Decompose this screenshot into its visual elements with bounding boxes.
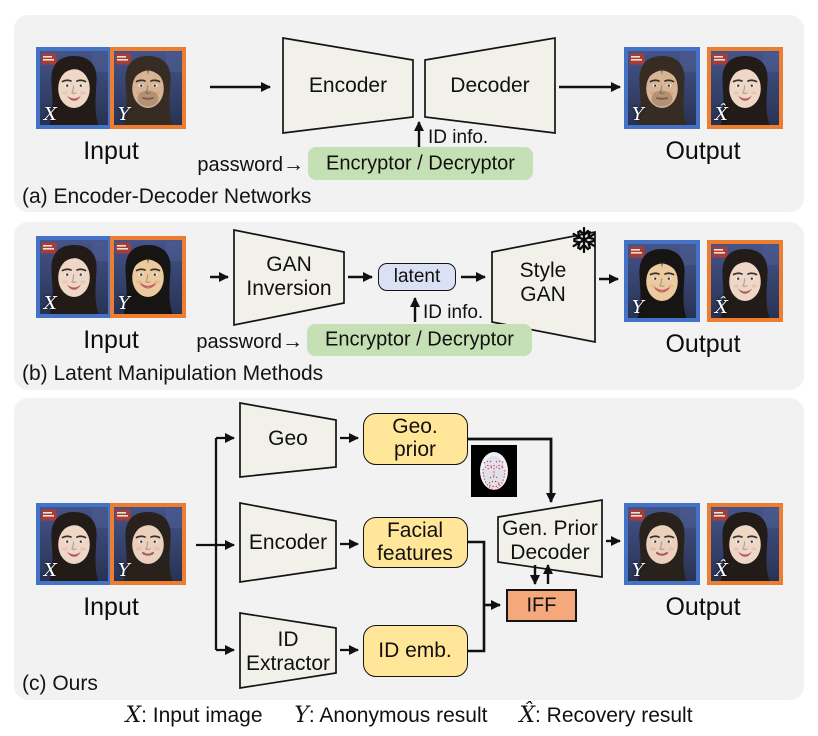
facial-features-label-1: Facial bbox=[386, 519, 444, 542]
arrow-right-icon: → bbox=[283, 153, 304, 176]
encryptor-decryptor-box: Encryptor / Decryptor bbox=[307, 324, 532, 356]
geo-prior-label-2: prior bbox=[393, 438, 437, 461]
iff-box: IFF bbox=[506, 589, 577, 622]
output-label: Output bbox=[665, 137, 741, 165]
facial-features-label-2: features bbox=[377, 542, 453, 565]
latent-label: latent bbox=[393, 266, 441, 287]
password-label: password→ bbox=[197, 153, 304, 176]
encoder-label: Encoder bbox=[248, 531, 328, 554]
face-mesh-thumbnail bbox=[471, 445, 517, 502]
image-input-x: X bbox=[36, 47, 112, 129]
image-label: Y bbox=[632, 297, 644, 318]
image-label: X bbox=[44, 104, 57, 125]
panel-b-latent-manipulation: X Y Input GAN Inversion latent Style bbox=[14, 222, 804, 390]
image-input-y: Y bbox=[110, 503, 186, 585]
output-label: Output bbox=[665, 330, 741, 358]
legend-item-y: Y: Anonymous result bbox=[294, 703, 488, 728]
image-label: Y bbox=[118, 293, 130, 314]
gan-inversion-label-2: Inversion bbox=[246, 277, 332, 300]
image-label: X̂ bbox=[715, 560, 728, 581]
id-extractor-label-2: Extractor bbox=[245, 652, 331, 675]
encryptor-decryptor-box: Encryptor / Decryptor bbox=[308, 147, 533, 180]
panel-b-caption: (b) Latent Manipulation Methods bbox=[22, 362, 324, 385]
image-label: X̂ bbox=[715, 297, 728, 318]
geo-prior-label-1: Geo. bbox=[392, 415, 438, 438]
panel-a-encoder-decoder: X Y Input Encoder Decoder ID info. passw… bbox=[14, 15, 804, 212]
image-output-y: Y bbox=[624, 503, 700, 585]
branch-line bbox=[196, 438, 218, 650]
encryptor-decryptor-label: Encryptor / Decryptor bbox=[326, 152, 515, 174]
decoder-label: Decoder bbox=[450, 74, 530, 97]
encryptor-decryptor-label: Encryptor / Decryptor bbox=[325, 328, 514, 351]
image-input-y: Y bbox=[110, 47, 186, 129]
geo-label: Geo bbox=[268, 427, 308, 450]
image-output-xhat: X̂ bbox=[707, 47, 783, 129]
image-output-xhat: X̂ bbox=[707, 240, 783, 322]
panel-c-ours: X Y Input Geo Encoder ID Extractor Geo. bbox=[14, 398, 804, 700]
image-label: Y bbox=[632, 104, 644, 125]
id-info-label: ID info. bbox=[423, 302, 484, 323]
image-output-y: Y bbox=[624, 240, 700, 322]
input-label: Input bbox=[83, 593, 139, 621]
panel-c-caption: (c) Ours bbox=[22, 672, 98, 695]
id-extractor-label-1: ID bbox=[277, 628, 299, 651]
id-emb-label: ID emb. bbox=[378, 639, 452, 662]
image-label: X̂ bbox=[715, 104, 728, 125]
panel-a-caption: (a) Encoder-Decoder Networks bbox=[22, 185, 312, 208]
image-output-xhat: X̂ bbox=[707, 503, 783, 585]
input-label: Input bbox=[83, 137, 139, 165]
image-output-y: Y bbox=[624, 47, 700, 129]
facial-features-box bbox=[363, 517, 468, 568]
image-input-x: X bbox=[36, 236, 112, 318]
geo-prior-box bbox=[363, 413, 468, 465]
encoder-label: Encoder bbox=[308, 74, 388, 97]
style-gan-label-2: GAN bbox=[520, 283, 566, 306]
style-gan-label-1: Style bbox=[519, 259, 567, 282]
gen-prior-decoder-label-1: Gen. Prior bbox=[502, 517, 598, 540]
image-label: Y bbox=[632, 560, 644, 581]
id-info-label: ID info. bbox=[428, 127, 489, 148]
password-label: password→ bbox=[196, 330, 303, 353]
image-input-y: Y bbox=[110, 236, 186, 318]
image-label: X bbox=[44, 560, 57, 581]
iff-label: IFF bbox=[526, 594, 557, 616]
id-emb-box bbox=[363, 625, 468, 677]
legend-item-x: X: Input image bbox=[125, 703, 263, 728]
image-label: Y bbox=[118, 560, 130, 581]
arrow-right-icon: → bbox=[282, 330, 303, 353]
snowflake-icon bbox=[570, 226, 598, 259]
image-label: Y bbox=[118, 104, 130, 125]
figure-legend: X: Input image Y: Anonymous result X̂: R… bbox=[0, 703, 818, 728]
image-label: X bbox=[44, 293, 57, 314]
gen-prior-decoder-label-2: Decoder bbox=[510, 541, 590, 564]
output-label: Output bbox=[665, 593, 741, 621]
legend-item-xhat: X̂: Recovery result bbox=[519, 703, 693, 728]
gan-inversion-label-1: GAN bbox=[266, 253, 312, 276]
connector-features-emb-merge bbox=[468, 540, 486, 653]
input-label: Input bbox=[83, 326, 139, 354]
latent-box: latent bbox=[378, 263, 456, 291]
image-input-x: X bbox=[36, 503, 112, 585]
